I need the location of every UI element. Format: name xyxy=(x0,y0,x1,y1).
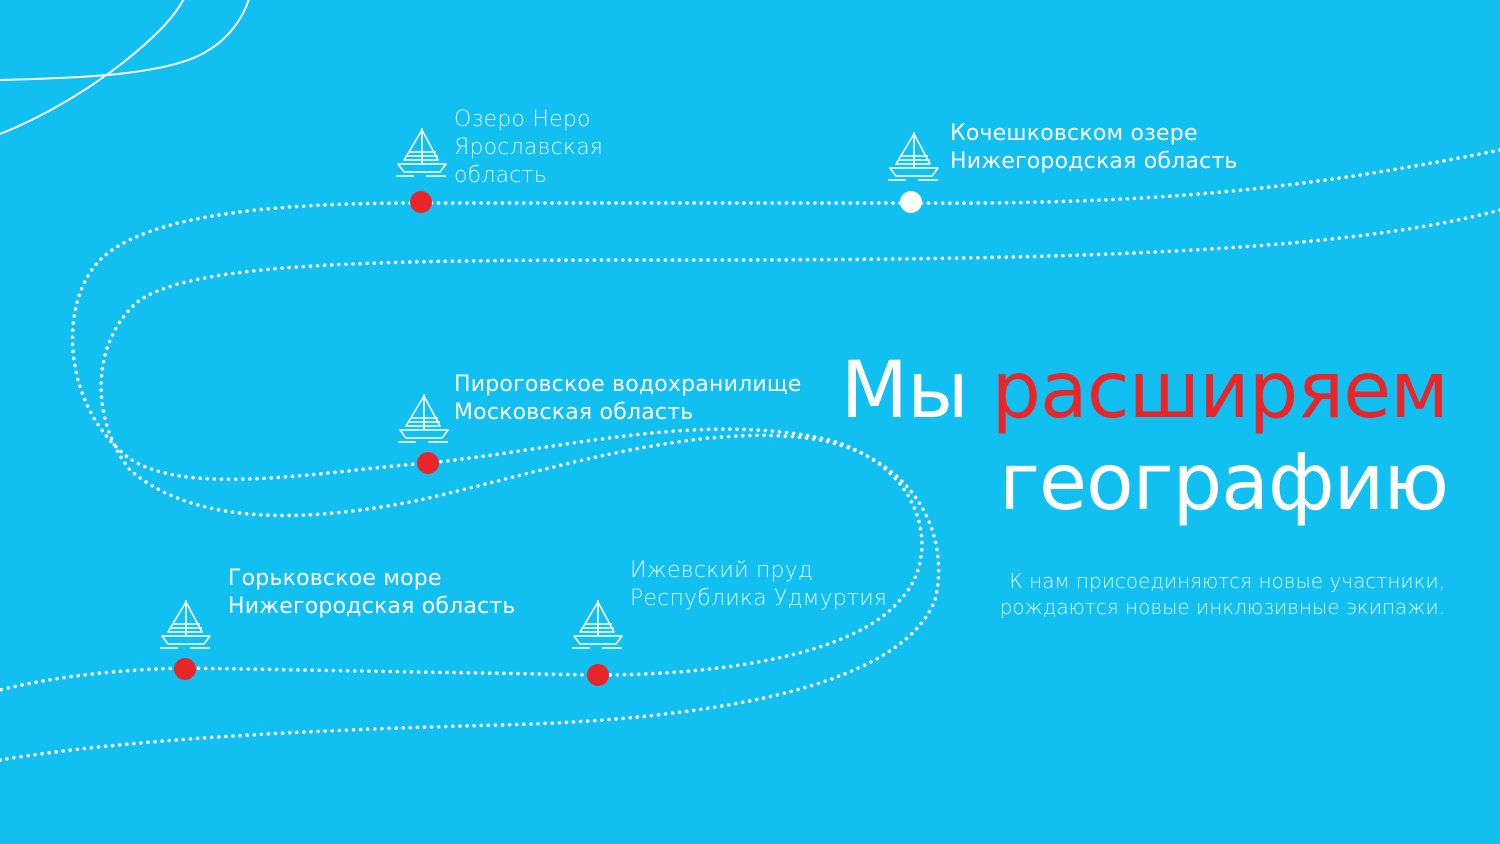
marker-izhevsky xyxy=(587,664,609,686)
location-name: Ижевский пруд xyxy=(630,558,814,583)
title-word: географию xyxy=(998,438,1449,528)
title-word: Мы xyxy=(840,346,969,436)
sailboat-icon xyxy=(159,599,211,649)
dotted-route xyxy=(0,148,1500,762)
sailboat-icon xyxy=(887,131,939,181)
location-name: Озеро Неро xyxy=(454,107,591,132)
location-region: Ярославская xyxy=(454,135,604,160)
location-region: область xyxy=(454,163,547,188)
location-name: Горьковское море xyxy=(228,566,442,591)
location-label-pirogovskoe: Пироговское водохранилище Московская обл… xyxy=(454,371,801,427)
location-label-nero: Озеро Неро Ярославская область xyxy=(454,106,603,190)
location-name: Пироговское водохранилище xyxy=(454,372,802,397)
decorative-lines xyxy=(0,0,250,135)
marker-nero xyxy=(410,191,432,213)
sailboat-icon xyxy=(395,127,447,177)
location-label-gorkovskoe: Горьковское море Нижегородская область xyxy=(228,565,516,621)
location-region: Республика Удмуртия xyxy=(630,586,888,611)
sailboat-icon xyxy=(571,599,623,649)
marker-gorkovskoe xyxy=(174,658,196,680)
subtitle: К нам присоединяются новые участники, ро… xyxy=(999,569,1445,619)
marker-kocheshkovskoe xyxy=(900,191,922,213)
location-region: Нижегородская область xyxy=(950,149,1238,174)
page-title: Мы расширяем географию xyxy=(840,345,1449,529)
marker-pirogovskoe xyxy=(417,452,439,474)
location-label-kocheshkovskoe: Кочешковском озере Нижегородская область xyxy=(950,120,1238,176)
location-region: Московская область xyxy=(454,400,694,425)
location-name: Кочешковском озере xyxy=(950,121,1198,146)
location-region: Нижегородская область xyxy=(228,594,516,619)
title-accent-word: расширяем xyxy=(991,346,1449,436)
location-label-izhevsky: Ижевский пруд Республика Удмуртия xyxy=(630,557,887,613)
sailboat-icon xyxy=(397,393,449,443)
